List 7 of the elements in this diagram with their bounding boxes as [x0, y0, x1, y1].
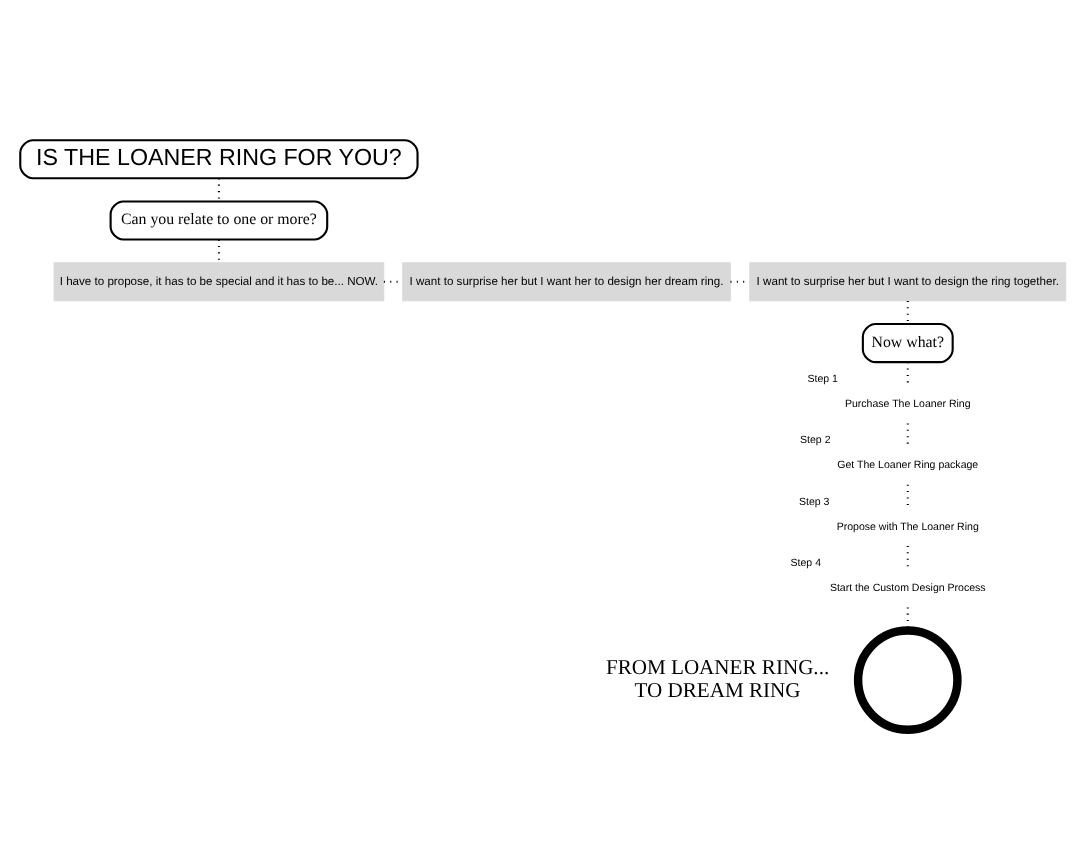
node-box: Now what?	[861, 322, 954, 363]
label: FROM LOANER RING...	[605, 656, 830, 679]
node-box: Can you relate to one or more?	[109, 199, 329, 240]
node-circle	[853, 625, 962, 733]
node-box: IS THE LOANER RING FOR YOU?	[19, 138, 419, 179]
label: TO DREAM RING	[634, 680, 801, 703]
connector	[906, 422, 909, 446]
